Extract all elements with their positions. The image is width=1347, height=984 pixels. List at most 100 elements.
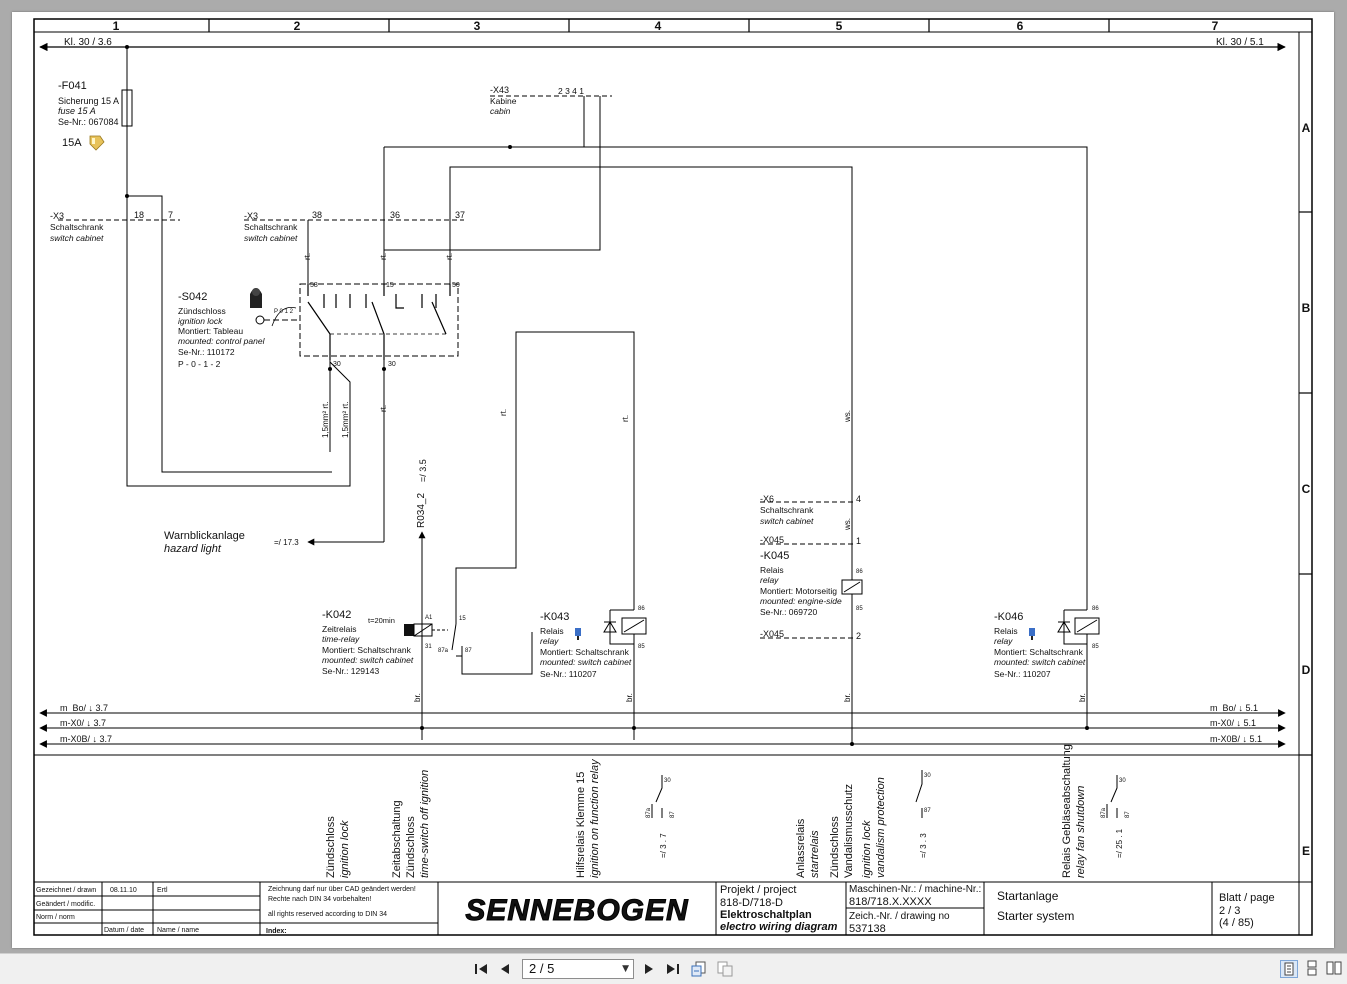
- c1-87a: 87a: [646, 807, 652, 818]
- desc2-de: Zeitabschaltung: [391, 800, 403, 878]
- hazard-light-ref: Warnblickanlage hazard light =/ 17.3: [164, 530, 384, 555]
- wire-label-br-1: br.: [413, 693, 422, 702]
- terminal-x045-a: -X045 1: [760, 535, 861, 546]
- rail-mx0b-right: m-X0B/ ↓ 5.1: [1210, 734, 1262, 744]
- c3-30: 30: [1119, 778, 1126, 784]
- k045-line-3: Montiert: Motorseitig: [760, 586, 837, 596]
- x3-right-pin-c: 37: [455, 210, 465, 220]
- desc5-en2: vandalism protection: [875, 777, 887, 878]
- tb-project-label: Projekt / project: [720, 884, 796, 896]
- s042-pin-15: 15: [386, 282, 394, 289]
- k043-line-3: Montiert: Schaltschrank: [540, 647, 630, 657]
- tb-plan-de: Elektroschaltplan: [720, 909, 812, 921]
- continuous-page-icon: [1307, 960, 1317, 976]
- last-page-button[interactable]: [664, 960, 682, 978]
- rail-mx0-left: m-X0/ ↓ 3.7: [60, 718, 106, 728]
- hazard-de: Warnblickanlage: [164, 530, 245, 542]
- column-label-5: 5: [836, 19, 843, 33]
- continuous-view-button[interactable]: [1304, 960, 1322, 978]
- desc1-en: ignition lock: [339, 820, 351, 878]
- ground-rails: [39, 709, 1286, 748]
- go-forward-view-button[interactable]: [716, 960, 734, 978]
- wire-label-mm-1: 1,5mm² rt.: [321, 402, 330, 438]
- wire-label-rt-4: rt.: [379, 405, 388, 412]
- s042-line-3: Montiert: Tableau: [178, 326, 243, 336]
- facing-view-button[interactable]: [1326, 960, 1344, 978]
- x43-pins: 2 3 4 1: [558, 86, 584, 96]
- k042-pin-31: 31: [425, 644, 432, 650]
- s042-positions: P 0 1 2: [274, 309, 294, 315]
- wire-label-br-3: br.: [843, 693, 852, 702]
- k042-line-4: mounted: switch cabinet: [322, 655, 414, 665]
- desc2-en: time-switch off ignition: [419, 770, 431, 878]
- column-label-7: 7: [1212, 19, 1219, 33]
- c2-30: 30: [924, 773, 931, 779]
- row-label-b: B: [1302, 301, 1311, 315]
- x3-left-name-en: switch cabinet: [50, 233, 104, 243]
- go-back-view-button[interactable]: [690, 960, 708, 978]
- k043-line-2: relay: [540, 636, 559, 646]
- k045-pin-86: 86: [856, 569, 863, 575]
- k045-pin-85: 85: [856, 606, 863, 612]
- c1-30: 30: [664, 778, 671, 784]
- fuse-f041: -F041 Sicherung 15 A fuse 15 A Se-Nr.: 0…: [58, 45, 133, 222]
- wire-label-br-4: br.: [1078, 693, 1087, 702]
- fuse-line-2: fuse 15 A: [58, 106, 96, 116]
- tb-name-label: Name / name: [157, 927, 199, 934]
- desc5-de2: Vandalismusschutz: [843, 784, 855, 878]
- k042-line-2: time-relay: [322, 634, 360, 644]
- s042-line-2: ignition lock: [178, 316, 223, 326]
- title-block-lines: [34, 881, 1312, 935]
- fuse-rating: 15A: [62, 137, 82, 149]
- first-page-icon: [475, 964, 487, 974]
- k043-line-1: Relais: [540, 626, 564, 636]
- previous-page-icon: [501, 964, 509, 974]
- x3-left-name-de: Schaltschrank: [50, 222, 104, 232]
- outer-frame: [33, 18, 1313, 936]
- x3-right-pin-b: 36: [390, 210, 400, 220]
- single-page-icon: [1284, 962, 1294, 976]
- s042-line-5: Se-Nr.: 110172: [178, 347, 235, 357]
- tb-plan-en: electro wiring diagram: [720, 921, 838, 933]
- c1-87: 87: [670, 811, 676, 818]
- tb-drawn-label: Gezeichnet / drawn: [36, 887, 96, 894]
- s042-pin-30b: 30: [388, 361, 396, 368]
- wiring-diagram: 1 2 3 4 5 6 7 A B C D E Kl. 30 / 3.6 Kl.…: [33, 18, 1313, 936]
- c3-87: 87: [1125, 811, 1131, 818]
- single-page-view-button[interactable]: [1280, 960, 1298, 978]
- relay-k045: -K045 Relais relay Montiert: Motorseitig…: [760, 550, 863, 617]
- page-selector[interactable]: 2 / 5 ▼: [522, 959, 634, 979]
- k045-tag: -K045: [760, 550, 789, 562]
- column-label-3: 3: [474, 19, 481, 33]
- previous-page-button[interactable]: [496, 960, 514, 978]
- rail-mx0-right: m-X0/ ↓ 5.1: [1210, 718, 1256, 728]
- k042-pin-a: A1: [425, 615, 433, 621]
- facing-page-icon: [1326, 961, 1342, 975]
- k043-relay-icon: [575, 628, 581, 640]
- page-selector-value: 2 / 5: [529, 961, 555, 976]
- k046-line-5: Se-Nr.: 110207: [994, 669, 1051, 679]
- k045-line-5: Se-Nr.: 069720: [760, 607, 817, 617]
- tb-sheet-label: Blatt / page: [1219, 892, 1275, 904]
- tb-index-label: Index:: [266, 928, 287, 935]
- first-page-button[interactable]: [472, 960, 490, 978]
- k046-line-3: Montiert: Schaltschrank: [994, 647, 1084, 657]
- desc3-de: Hilfsrelais Klemme 15: [575, 772, 587, 878]
- k046-pin-85: 85: [1092, 644, 1099, 650]
- k046-relay-icon: [1029, 628, 1035, 640]
- x3-right-name-en: switch cabinet: [244, 233, 298, 243]
- relay-k042: -K042 t=20min Zeitrelais time-relay Mont…: [322, 609, 472, 676]
- s042-tag: -S042: [178, 291, 207, 303]
- fuse-tag: -F041: [58, 80, 87, 92]
- k046-line-2: relay: [994, 636, 1013, 646]
- x3-right-pin-a: 38: [312, 210, 322, 220]
- wire-label-mm-2: 1,5mm² rt.: [341, 402, 350, 438]
- terminal-x3-right: -X3 Schaltschrank switch cabinet 38 36 3…: [244, 210, 465, 243]
- next-page-button[interactable]: [640, 960, 658, 978]
- wire-label-rt-5: rt.: [499, 409, 508, 416]
- tb-drawn-by: Ertl: [157, 887, 168, 894]
- inner-frame: [33, 31, 1300, 936]
- s042-pin-58: 58: [310, 282, 318, 289]
- rail-mbo-left: m_Bo/ ↓ 3.7: [60, 703, 108, 713]
- x3-left-pin-b: 7: [168, 210, 173, 220]
